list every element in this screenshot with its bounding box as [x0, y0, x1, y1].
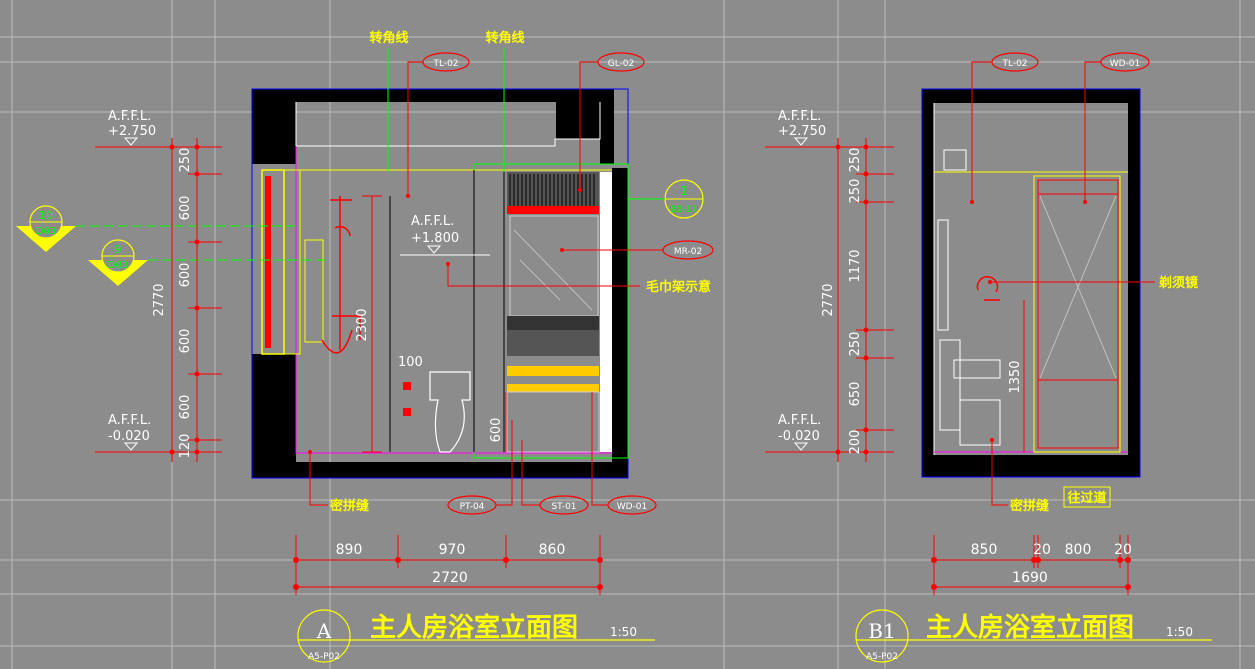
elevation-a: 转角线 转角线 TL-02 GL-02 MR-02 毛巾架示意	[16, 30, 714, 663]
dim-b-h-seg3: 800	[1065, 542, 1092, 558]
seam-label-b: 密拼缝	[1009, 498, 1049, 514]
dim-a-inner1: 2300	[355, 308, 370, 341]
vertical-dims-b	[835, 138, 1025, 462]
dim-a-h-seg1: 890	[336, 542, 363, 558]
title-block-a: A A5-P02 主人房浴室立面图 1:50	[297, 609, 655, 663]
dim-a-inner3: 100	[398, 355, 423, 370]
dim-a-h-seg2: 970	[439, 542, 466, 558]
bottom-tags-a: 密拼缝 PT-04 ST-01 WD-01	[308, 392, 657, 515]
to-corridor-label: 往过道	[1067, 490, 1106, 506]
svg-text:+2.750: +2.750	[108, 124, 156, 139]
svg-text:A.F.F.L.: A.F.F.L.	[108, 109, 151, 124]
svg-text:B2-17: B2-17	[671, 205, 698, 215]
dim-b-seg4: 250	[848, 332, 863, 357]
title-mark-a: A	[316, 619, 332, 643]
title-mark-b: B1	[868, 619, 895, 643]
shaving-mirror-note: 剃须镜	[988, 275, 1198, 291]
svg-text:+1.800: +1.800	[411, 231, 459, 246]
dim-b-seg6: 200	[848, 430, 863, 455]
dim-b-inner1: 1350	[1008, 360, 1023, 393]
dim-a-seg6: 120	[178, 434, 193, 459]
dim-a-seg2: 600	[178, 196, 193, 221]
dim-b-total: 2770	[821, 283, 836, 316]
callout-1-b2-17: 1 B2-17	[628, 179, 704, 219]
svg-text:10: 10	[39, 209, 53, 222]
dim-b-h-seg1: 850	[971, 542, 998, 558]
svg-text:9: 9	[115, 243, 122, 256]
tag-tl02-b: TL-02	[970, 52, 1039, 204]
title-text-a: 主人房浴室立面图	[370, 612, 578, 643]
dim-a-seg1: 250	[178, 148, 193, 173]
level-bottom-a: A.F.F.L. -0.020	[95, 413, 222, 453]
title-scale-b: 1:50	[1166, 625, 1193, 639]
svg-text:A.F.F.L.: A.F.F.L.	[778, 109, 821, 124]
dim-b-seg2: 250	[848, 179, 863, 204]
dim-b-seg5: 650	[848, 382, 863, 407]
svg-text:A.F.F.L.: A.F.F.L.	[108, 413, 151, 428]
svg-text:WD-01: WD-01	[1110, 59, 1141, 69]
svg-text:D03: D03	[36, 226, 56, 237]
svg-text:TL-02: TL-02	[432, 59, 458, 69]
tag-mr02-a: MR-02	[560, 240, 714, 260]
vertical-dims-a	[160, 138, 222, 462]
callout-9-d03: 9 D03	[88, 239, 330, 286]
title-sheet-a: A5-P02	[308, 652, 340, 662]
dim-a-seg5: 600	[178, 395, 193, 420]
towel-rack-note: 毛巾架示意	[446, 262, 711, 295]
horizontal-dims-b	[931, 535, 1131, 595]
horizontal-dims-a	[293, 535, 603, 595]
dim-a-inner2: 600	[489, 418, 504, 443]
svg-text:A.F.F.L.: A.F.F.L.	[411, 214, 454, 229]
svg-text:GL-02: GL-02	[608, 59, 635, 69]
tag-wd01-a: WD-01	[617, 502, 648, 512]
svg-text:+2.750: +2.750	[778, 124, 826, 139]
svg-text:-0.020: -0.020	[108, 429, 150, 444]
svg-text:-0.020: -0.020	[778, 429, 820, 444]
dim-a-h-total: 2720	[432, 570, 468, 586]
wall-section-b	[922, 89, 1140, 477]
svg-text:TL-02: TL-02	[1001, 59, 1027, 69]
level-mid-a: A.F.F.L. +1.800	[400, 214, 490, 256]
tag-st01: ST-01	[551, 502, 576, 512]
svg-text:D03: D03	[108, 260, 128, 271]
title-text-b: 主人房浴室立面图	[926, 612, 1134, 643]
svg-text:1: 1	[680, 184, 688, 198]
callout-10-d03: 10 D03	[16, 205, 300, 252]
dim-b-seg1: 250	[848, 148, 863, 173]
level-bottom-b: A.F.F.L. -0.020	[765, 413, 894, 453]
elevation-b1: TL-02 WD-01 剃须镜 A.F.F.L. +2.750 A.F.F.L.…	[765, 52, 1212, 663]
dim-a-seg3: 600	[178, 263, 193, 288]
dim-a-h-seg3: 860	[539, 542, 566, 558]
tag-tl02-a: TL-02	[406, 52, 470, 198]
wall-section-a	[252, 89, 628, 478]
svg-text:MR-02: MR-02	[674, 247, 702, 257]
title-scale-a: 1:50	[610, 625, 637, 639]
svg-text:毛巾架示意: 毛巾架示意	[646, 279, 711, 295]
dim-a-total: 2770	[152, 283, 167, 316]
svg-text:A.F.F.L.: A.F.F.L.	[778, 413, 821, 428]
level-top-b: A.F.F.L. +2.750	[765, 109, 894, 148]
bottom-notes-b: 密拼缝 往过道	[990, 438, 1111, 514]
tag-wd01-b: WD-01	[1083, 52, 1150, 204]
dim-b-h-total: 1690	[1012, 570, 1048, 586]
tag-pt04: PT-04	[460, 502, 485, 512]
dim-a-seg4: 600	[178, 329, 193, 354]
svg-text:剃须镜: 剃须镜	[1159, 275, 1198, 291]
title-sheet-b: A5-P02	[866, 652, 898, 662]
seam-label-a: 密拼缝	[329, 498, 369, 514]
dim-b-h-seg2: 20	[1033, 542, 1051, 558]
corner-line-label-2: 转角线	[485, 30, 524, 46]
tag-gl02-a: GL-02	[578, 52, 645, 192]
dim-b-h-seg4: 20	[1114, 542, 1132, 558]
dim-b-seg3: 1170	[848, 249, 863, 282]
title-block-b: B1 A5-P02 主人房浴室立面图 1:50	[855, 609, 1212, 663]
level-top-a: A.F.F.L. +2.750	[95, 109, 222, 148]
corner-line-label-1: 转角线	[369, 30, 408, 46]
